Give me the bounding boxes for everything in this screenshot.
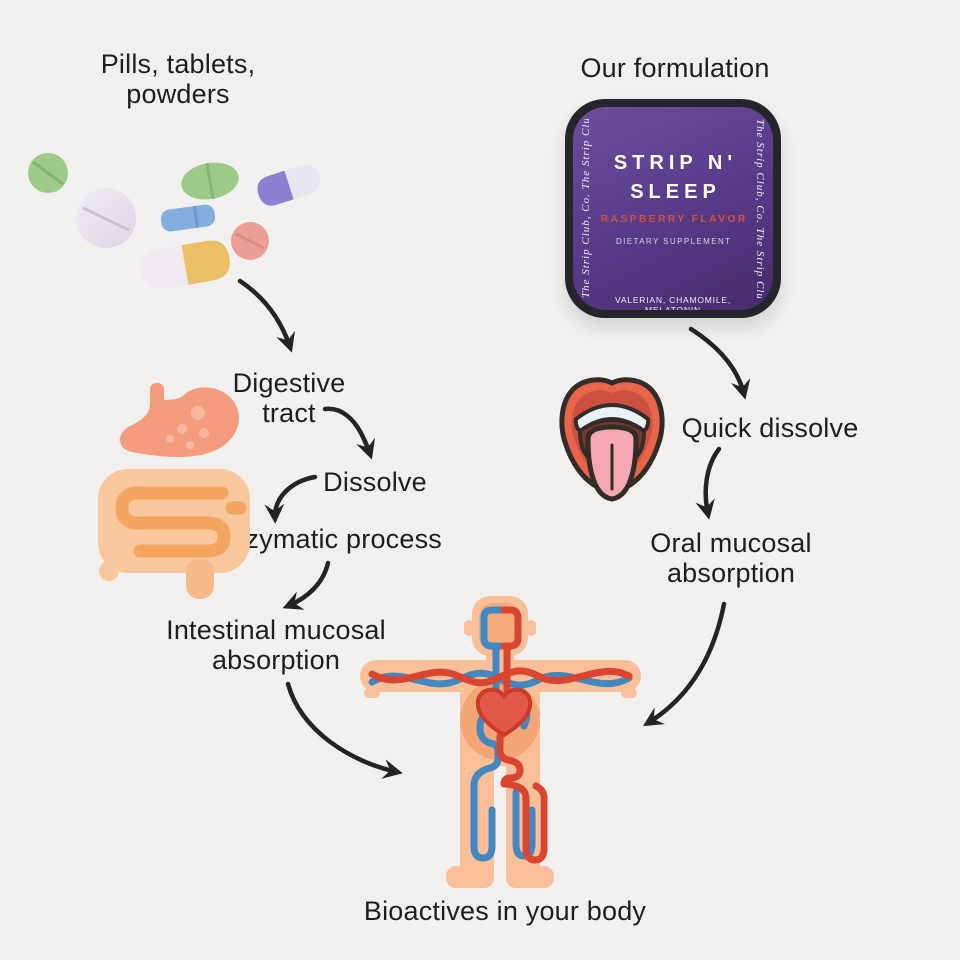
arrow-intestinal-to-body-icon bbox=[285, 681, 403, 779]
tin-flavor: RASPBERRY FLAVOR bbox=[600, 214, 748, 225]
assorted-pills-icon bbox=[28, 153, 321, 290]
tin-label-face: The Strip Club, Co. The Strip Club, Co. … bbox=[573, 107, 773, 310]
arrow-oral-to-body-icon bbox=[642, 601, 727, 727]
body-circulation-icon bbox=[360, 596, 641, 888]
arteries-shape bbox=[368, 606, 633, 864]
tin-edge-text-right: The Strip Club, Co. The Strip Club, Co. bbox=[754, 119, 766, 298]
intestines-shape bbox=[98, 469, 250, 599]
dissolve-label: Dissolve bbox=[323, 467, 427, 497]
tin-category: DIETARY SUPPLEMENT bbox=[615, 237, 732, 246]
intestinal-absorption-label: Intestinal mucosal absorption bbox=[166, 615, 386, 675]
arrow-dissolve-to-enzymatic-icon bbox=[264, 474, 318, 524]
arrow-pills-to-digestive-icon bbox=[237, 278, 296, 353]
arrow-tract-to-dissolve-icon bbox=[322, 406, 376, 460]
oval-tablet-green-icon bbox=[181, 162, 239, 200]
round-tablet-green-icon bbox=[28, 153, 68, 193]
round-tablet-pink-icon bbox=[231, 222, 269, 260]
arrow-quick-to-oral-icon bbox=[695, 446, 722, 520]
digestive-tract-label: Digestive tract bbox=[232, 368, 346, 428]
tin-brand-name: STRIP N' SLEEP bbox=[609, 149, 737, 207]
rect-tablet-blue-icon bbox=[160, 204, 216, 232]
arrow-tin-to-quick-dissolve-icon bbox=[688, 326, 751, 400]
pills-heading: Pills, tablets, powders bbox=[100, 49, 256, 109]
tin-brand-line1: STRIP N' bbox=[613, 152, 738, 174]
our-formulation-heading: Our formulation bbox=[580, 53, 770, 83]
capsule-yellow-icon bbox=[140, 240, 230, 290]
enzymatic-process-label: Enzymatic process bbox=[212, 524, 442, 554]
quick-dissolve-label: Quick dissolve bbox=[681, 413, 859, 443]
face-shape bbox=[479, 603, 521, 651]
oral-absorption-label: Oral mucosal absorption bbox=[650, 528, 812, 588]
digestive-tract-icon bbox=[98, 383, 250, 599]
capsule-purple-icon bbox=[257, 164, 321, 206]
stomach-shape bbox=[120, 383, 239, 458]
teeth-shape bbox=[573, 403, 651, 433]
arrow-enzymatic-to-intestinal-icon bbox=[282, 560, 331, 610]
heart-shape bbox=[475, 687, 533, 738]
tin-ingredients: VALERIAN, CHAMOMILE, MELATONIN bbox=[615, 295, 731, 310]
round-tablet-white-icon bbox=[76, 188, 136, 248]
bioactives-caption: Bioactives in your body bbox=[363, 896, 647, 926]
sleep-strips-tin: The Strip Club, Co. The Strip Club, Co. … bbox=[565, 99, 781, 318]
tin-brand-line2: SLEEP bbox=[630, 181, 721, 203]
mouth-tongue-icon bbox=[559, 377, 665, 502]
